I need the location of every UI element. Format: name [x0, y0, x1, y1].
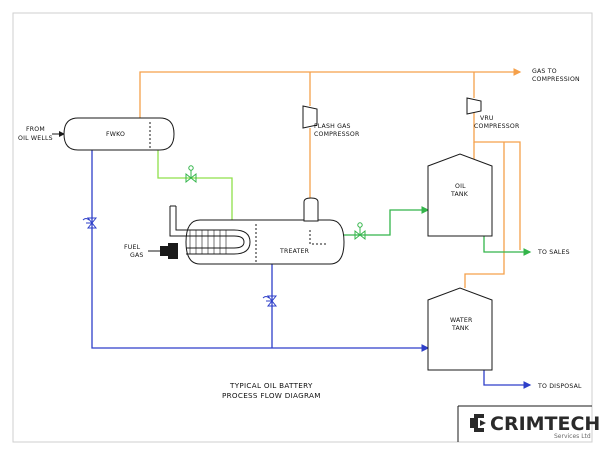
- gas-lines: [139, 68, 522, 288]
- oil-tank-label-2: TANK: [450, 191, 469, 198]
- water-lines: [91, 150, 532, 389]
- fwko-label: FWKO: [106, 131, 125, 138]
- diagram-title-line-2: PROCESS FLOW DIAGRAM: [222, 391, 321, 400]
- fwko-vessel: [63, 117, 175, 151]
- vru-compressor: [466, 97, 482, 115]
- drawing-border: [12, 12, 593, 443]
- valve-treater-oil: [354, 222, 366, 241]
- to-disposal-label: TO DISPOSAL: [537, 383, 582, 390]
- from-oil-wells-label-2: OIL WELLS: [18, 135, 53, 142]
- to-sales-label: TO SALES: [537, 249, 570, 256]
- valve-fwko-water: [82, 217, 98, 229]
- burner-icon: [148, 243, 178, 259]
- oil-tank: [427, 153, 493, 237]
- logo-name: CRIMTECH: [490, 413, 600, 435]
- valve-treater-water: [262, 295, 278, 307]
- fuel-gas-label-2: GAS: [130, 252, 144, 259]
- gas-to-compression-label-2: COMPRESSION: [532, 76, 580, 83]
- water-tank-label-1: WATER: [450, 317, 473, 324]
- fwko-to-treater-line: [157, 150, 233, 220]
- treater-label: TREATER: [279, 248, 310, 255]
- flash-gas-label-2: COMPRESSOR: [314, 131, 360, 138]
- vru-label-2: COMPRESSOR: [474, 123, 520, 130]
- gas-to-compression-label-1: GAS TO: [532, 68, 557, 75]
- oil-tank-label-1: OIL: [455, 183, 466, 190]
- vru-label-1: VRU: [480, 115, 494, 122]
- crimtech-logo-icon: [470, 414, 486, 432]
- valve-fwko-to-treater: [185, 165, 197, 184]
- water-tank: [427, 287, 493, 371]
- diagram-title-line-1: TYPICAL OIL BATTERY: [229, 381, 313, 390]
- water-tank-label-2: TANK: [451, 325, 470, 332]
- title-block: [457, 405, 592, 442]
- fuel-gas-label-1: FUEL: [124, 244, 141, 251]
- from-oil-wells-label-1: FROM: [26, 126, 45, 133]
- treater-vessel: [185, 197, 345, 265]
- logo-subtitle: Services Ltd: [554, 433, 591, 440]
- treater-firetube: [169, 205, 251, 255]
- flash-gas-compressor: [302, 105, 318, 129]
- flash-gas-label-1: FLASH GAS: [314, 123, 351, 130]
